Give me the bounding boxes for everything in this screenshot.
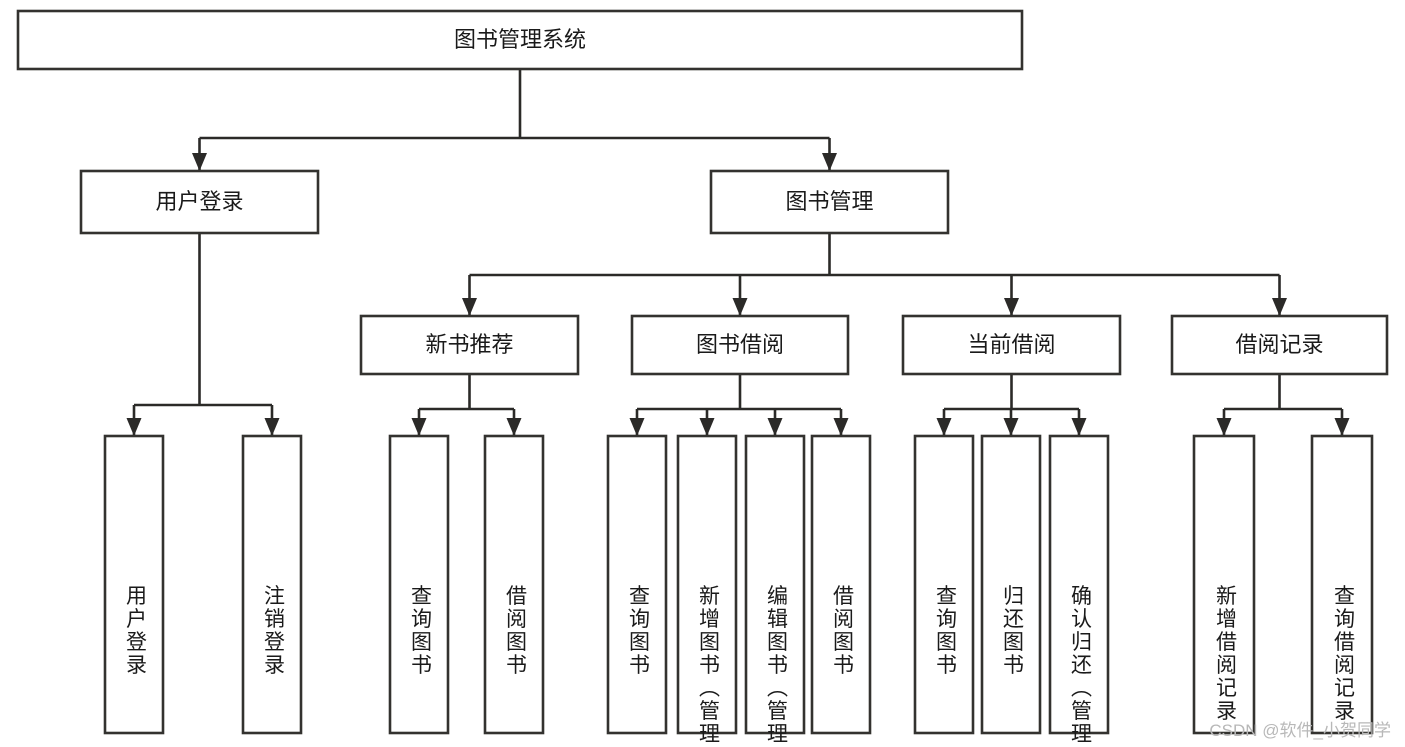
node-leaf-4[interactable]: 借阅图书	[483, 434, 545, 735]
node-label: 图书管理	[785, 189, 873, 214]
arrow-head-icon	[822, 153, 837, 171]
arrow-head-icon	[833, 418, 849, 436]
node-label: 编辑图书（管理员）	[765, 585, 789, 747]
arrow-head-icon	[936, 418, 952, 436]
csdn-watermark: CSDN @软件_小贺同学	[1209, 721, 1391, 740]
nodes-layer: 图书管理系统用户登录图书管理新书推荐图书借阅当前借阅借阅记录用户登录注销登录查询…	[16, 9, 1389, 747]
node-box	[1192, 434, 1256, 735]
arrow-head-icon	[699, 418, 715, 436]
node-records[interactable]: 借阅记录	[1170, 314, 1389, 376]
node-box	[16, 9, 1024, 71]
arrow-head-icon	[506, 418, 522, 436]
node-label: 新增借阅记录	[1214, 585, 1238, 723]
connectors-layer	[126, 69, 1350, 436]
node-leaf-11[interactable]: 确认归还（管理员）	[1048, 434, 1110, 747]
node-box	[388, 434, 450, 735]
node-box	[810, 434, 872, 735]
node-leaf-5[interactable]: 查询图书	[606, 434, 668, 735]
node-current[interactable]: 当前借阅	[901, 314, 1122, 376]
arrow-head-icon	[126, 418, 142, 436]
node-box	[901, 314, 1122, 376]
arrow-head-icon	[1071, 418, 1087, 436]
node-box	[709, 169, 950, 235]
node-borrow[interactable]: 图书借阅	[630, 314, 850, 376]
node-box	[359, 314, 580, 376]
node-box	[1048, 434, 1110, 735]
node-login[interactable]: 用户登录	[79, 169, 320, 235]
node-label: 注销登录	[262, 585, 286, 677]
node-label: 查询图书	[934, 585, 958, 677]
arrow-head-icon	[1334, 418, 1350, 436]
node-leaf-3[interactable]: 查询图书	[388, 434, 450, 735]
arrow-head-icon	[767, 418, 783, 436]
node-box	[630, 314, 850, 376]
node-box	[103, 434, 165, 735]
arrow-head-icon	[264, 418, 280, 436]
node-label: 新增图书（管理员）	[697, 585, 721, 747]
node-leaf-2[interactable]: 注销登录	[241, 434, 303, 735]
node-leaf-6[interactable]: 新增图书（管理员）	[676, 434, 738, 747]
node-label: 借阅图书	[831, 585, 855, 677]
node-leaf-13[interactable]: 查询借阅记录	[1310, 434, 1374, 735]
node-label: 用户登录	[155, 189, 243, 214]
node-label: 查询图书	[627, 585, 651, 677]
node-label: 归还图书	[1001, 585, 1025, 677]
arrow-head-icon	[192, 153, 207, 171]
node-label: 借阅图书	[504, 585, 528, 677]
arrow-head-icon	[1216, 418, 1232, 436]
node-box	[744, 434, 806, 735]
node-label: 用户登录	[124, 585, 148, 677]
node-label: 借阅记录	[1235, 332, 1323, 357]
node-label: 查询图书	[409, 585, 433, 677]
node-label: 查询借阅记录	[1332, 585, 1356, 723]
arrow-head-icon	[462, 298, 477, 316]
node-box	[676, 434, 738, 735]
node-bookmgmt[interactable]: 图书管理	[709, 169, 950, 235]
arrow-head-icon	[1272, 298, 1287, 316]
node-leaf-12[interactable]: 新增借阅记录	[1192, 434, 1256, 735]
node-label: 确认归还（管理员）	[1069, 585, 1093, 747]
arrow-head-icon	[732, 298, 748, 316]
node-leaf-7[interactable]: 编辑图书（管理员）	[744, 434, 806, 747]
node-leaf-10[interactable]: 归还图书	[980, 434, 1042, 735]
arrow-head-icon	[411, 418, 427, 436]
node-box	[980, 434, 1042, 735]
node-newbook[interactable]: 新书推荐	[359, 314, 580, 376]
node-box	[1170, 314, 1389, 376]
node-label: 新书推荐	[425, 332, 513, 357]
node-label: 图书借阅	[696, 332, 784, 357]
arrow-head-icon	[1003, 418, 1019, 436]
arrow-head-icon	[629, 418, 645, 436]
node-label: 图书管理系统	[454, 27, 586, 52]
node-leaf-1[interactable]: 用户登录	[103, 434, 165, 735]
node-box	[79, 169, 320, 235]
node-root[interactable]: 图书管理系统	[16, 9, 1024, 71]
node-leaf-8[interactable]: 借阅图书	[810, 434, 872, 735]
node-box	[483, 434, 545, 735]
node-leaf-9[interactable]: 查询图书	[913, 434, 975, 735]
node-box	[606, 434, 668, 735]
node-box	[241, 434, 303, 735]
node-box	[913, 434, 975, 735]
arrow-head-icon	[1004, 298, 1019, 316]
node-box	[1310, 434, 1374, 735]
node-label: 当前借阅	[967, 332, 1055, 357]
